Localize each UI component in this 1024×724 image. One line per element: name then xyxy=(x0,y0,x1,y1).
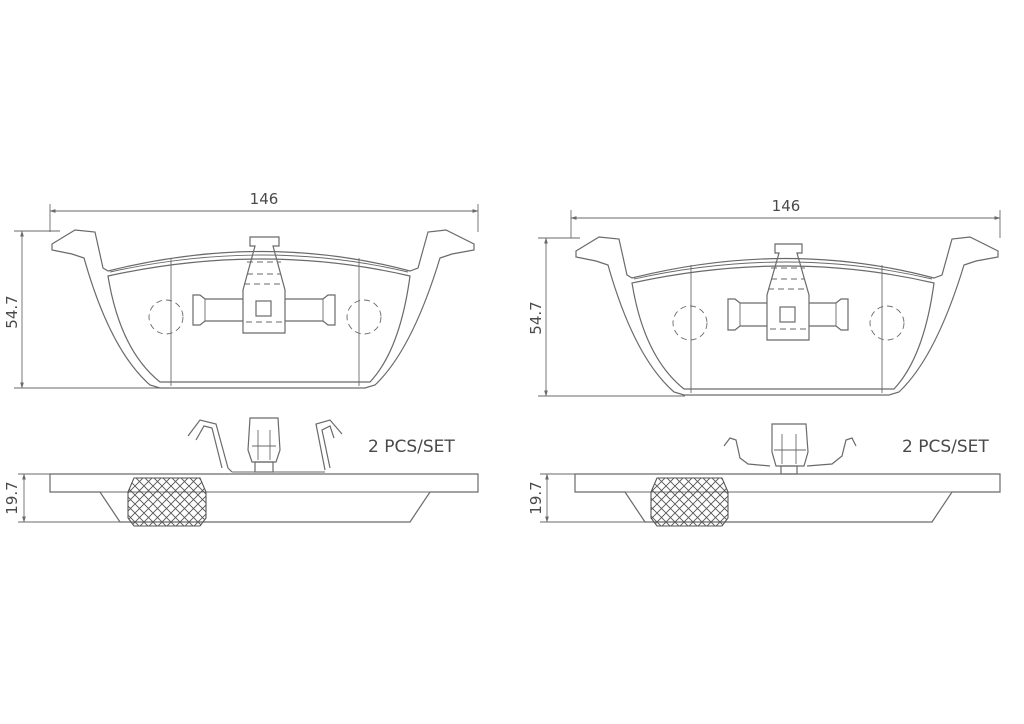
hidden-hole-left xyxy=(672,305,708,341)
friction-material-outline xyxy=(107,258,411,383)
hidden-hole-left xyxy=(148,299,184,335)
thickness-dimension-1: 19.7 xyxy=(3,473,130,523)
hidden-hole-right xyxy=(346,299,382,335)
backing-plate-outline xyxy=(575,236,999,396)
qty-label: 2 PCS/SET xyxy=(368,437,455,457)
pad-drawing-2: 146 54.7 xyxy=(527,197,1001,527)
width-label: 146 xyxy=(250,190,279,208)
side-view-2: 2 PCS/SET xyxy=(574,423,1001,527)
center-clip-1 xyxy=(192,236,336,334)
height-label: 54.7 xyxy=(527,301,545,334)
height-dimension-2: 54.7 xyxy=(527,237,685,397)
thickness-dimension-2: 19.7 xyxy=(527,473,652,523)
spring-clip-2 xyxy=(723,437,857,467)
width-dimension-1: 146 xyxy=(49,190,479,232)
backing-plate-outline xyxy=(51,229,475,389)
thickness-label: 19.7 xyxy=(527,481,545,514)
center-clip-2 xyxy=(727,243,849,341)
qty-label: 2 PCS/SET xyxy=(902,437,989,457)
height-dimension-1: 54.7 xyxy=(3,230,160,389)
crosshatch-insulator xyxy=(127,477,207,527)
friction-material-outline xyxy=(631,265,935,390)
hidden-hole-right xyxy=(869,305,905,341)
side-view-1: 2 PCS/SET xyxy=(49,417,479,527)
thickness-label: 19.7 xyxy=(3,481,21,514)
pad-drawing-1: 146 54.7 xyxy=(3,190,479,527)
crosshatch-insulator xyxy=(650,477,729,527)
width-label: 146 xyxy=(772,197,801,215)
spring-clip-1 xyxy=(187,419,343,473)
height-label: 54.7 xyxy=(3,295,21,328)
width-dimension-2: 146 xyxy=(570,197,1001,238)
